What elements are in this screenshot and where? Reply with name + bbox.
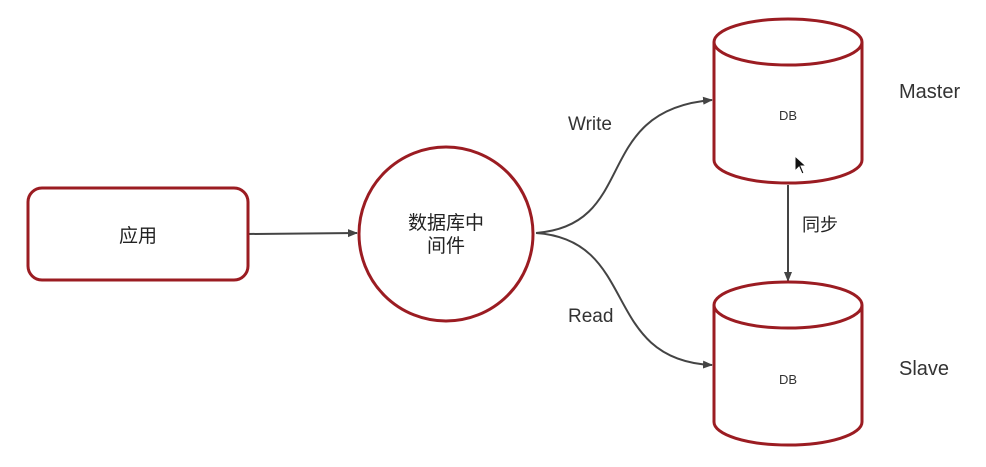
slave-role-label: Slave	[899, 358, 949, 380]
middleware-label-line2: 间件	[427, 235, 465, 257]
master-db-label: DB	[779, 108, 797, 123]
middleware-label-line1: 数据库中	[408, 212, 484, 234]
app-to-middleware-arrow	[247, 229, 358, 238]
read-arrow	[535, 232, 713, 369]
app-node: 应用	[26, 186, 250, 282]
write-label: Write	[568, 114, 612, 135]
sync-label: 同步	[802, 215, 838, 236]
read-label: Read	[568, 306, 613, 327]
mouse-pointer-icon	[794, 154, 808, 175]
write-arrow	[535, 96, 713, 234]
master-db-cylinder: DB	[712, 17, 864, 185]
master-role-label: Master	[899, 81, 960, 103]
slave-db-cylinder: DB	[712, 280, 864, 447]
middleware-node: 数据库中 间件	[357, 145, 535, 323]
app-label: 应用	[119, 225, 157, 247]
slave-db-label: DB	[779, 372, 797, 387]
